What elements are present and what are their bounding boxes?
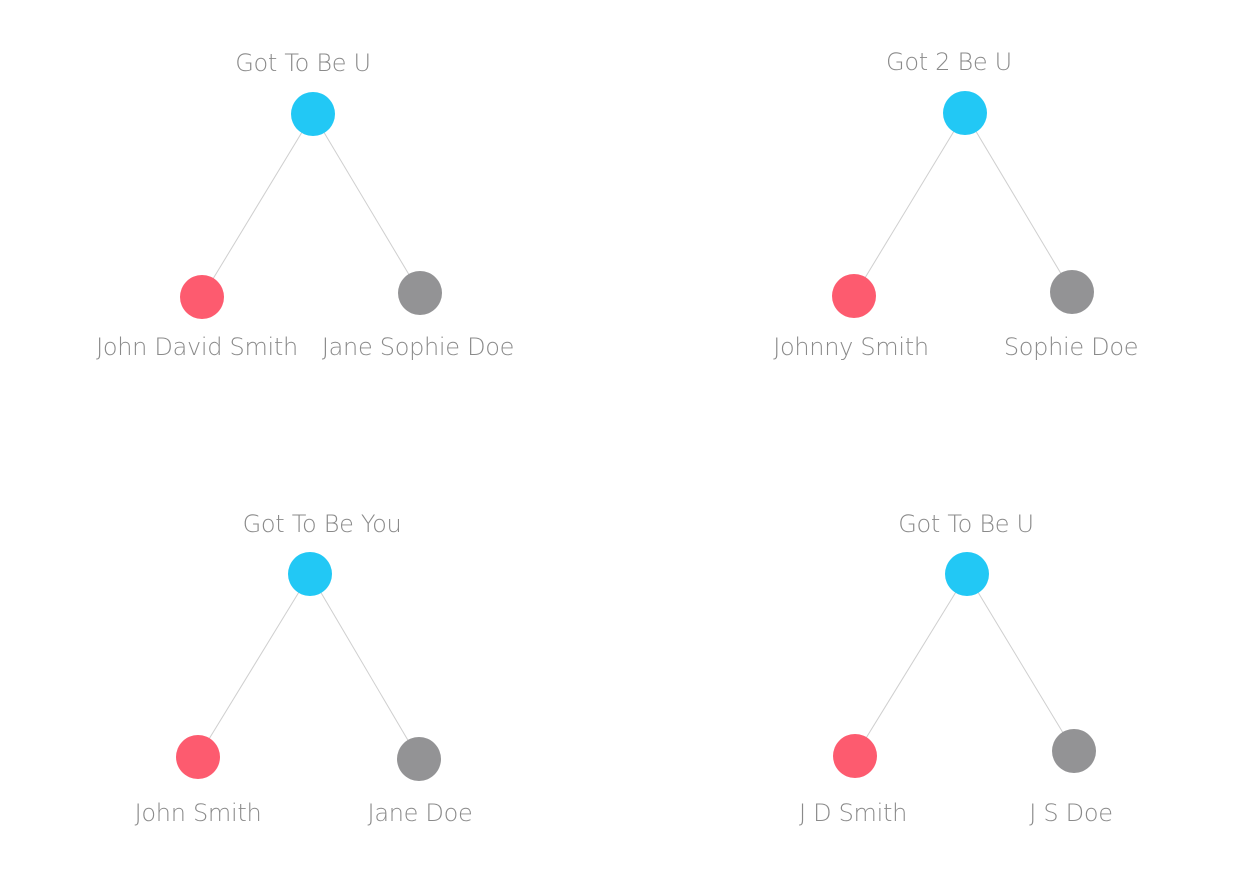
tree-2-left-label: Johnny Smith [773,333,929,361]
tree-4-left-label: J D Smith [798,799,908,827]
tree-3-edge-left [197,573,311,758]
tree-2-edge-left [853,112,966,297]
tree-1-left-label: John David Smith [96,333,298,361]
tree-4-right-node[interactable] [1052,729,1096,773]
tree-2-right-label: Sophie Doe [1003,333,1139,361]
tree-1-edge-left [201,113,314,298]
tree-2-edge-right [964,112,1073,293]
tree-1-right-node[interactable] [398,271,442,315]
tree-2-root-label: Got 2 Be U [886,48,1012,76]
tree-3-root-label: Got To Be You [242,510,402,538]
tree-3-edge-right [309,573,420,760]
tree-2-right-node[interactable] [1050,270,1094,314]
tree-4-edge-left [854,573,968,757]
tree-1-edge-right [312,113,421,294]
tree-1-left-node[interactable] [180,275,224,319]
tree-3-left-label: John Smith [134,799,262,827]
tree-3-root-node[interactable] [288,552,332,596]
tree-3-right-node[interactable] [397,737,441,781]
tree-4-right-label: J S Doe [1029,799,1113,827]
tree-3-left-node[interactable] [176,735,220,779]
tree-2-left-node[interactable] [832,274,876,318]
tree-4-root-node[interactable] [945,552,989,596]
tree-1-right-label: Jane Sophie Doe [321,333,515,361]
tree-1-root-node[interactable] [291,92,335,136]
tree-2-root-node[interactable] [943,91,987,135]
tree-4-root-label: Got To Be U [898,510,1034,538]
tree-3-right-label: Jane Doe [367,799,473,827]
tree-1-root-label: Got To Be U [235,49,371,77]
tree-4-left-node[interactable] [833,734,877,778]
tree-4-edge-right [966,573,1075,752]
